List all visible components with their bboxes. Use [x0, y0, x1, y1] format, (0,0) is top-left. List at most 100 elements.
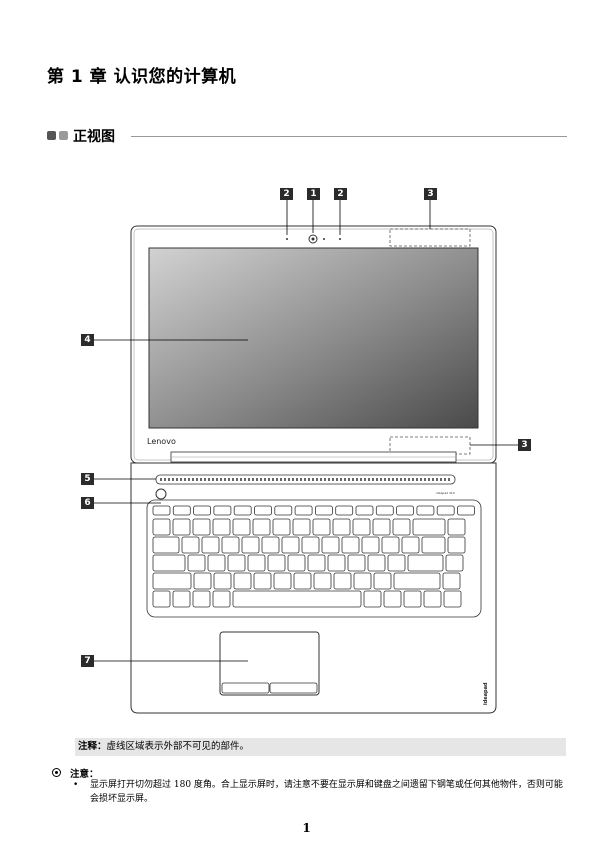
keyboard-key — [381, 536, 400, 554]
keyboard-key — [201, 536, 220, 554]
callout-marker: 2 — [334, 188, 347, 200]
keyboard-key — [172, 518, 191, 536]
keyboard-key — [152, 505, 171, 516]
keyboard-key — [152, 590, 171, 608]
keyboard-key — [421, 536, 446, 554]
keyboard-key — [272, 518, 291, 536]
keyboard-key — [261, 536, 280, 554]
keyboard-key — [253, 572, 272, 590]
bullet-marker: • — [73, 780, 79, 790]
keyboard-key — [241, 536, 260, 554]
microphone-icon — [286, 238, 288, 240]
power-button — [155, 488, 167, 500]
keyboard-key — [307, 554, 326, 572]
keyboard-key — [221, 536, 240, 554]
keyboard-key — [287, 554, 306, 572]
keyboard-key — [213, 572, 232, 590]
attention-text: 显示屏打开切勿超过 180 度角。合上显示屏时，请注意不要在显示屏和键盘之间遗留… — [90, 780, 563, 804]
keyboard-key — [447, 536, 466, 554]
callout-marker: 5 — [81, 473, 94, 485]
keyboard-key — [281, 536, 300, 554]
keyboard-key — [393, 572, 441, 590]
keyboard-key — [436, 505, 455, 516]
keyboard-key — [172, 505, 191, 516]
keyboard-key — [372, 518, 391, 536]
note-label: 注释： — [78, 741, 107, 752]
keyboard-key — [333, 572, 352, 590]
keyboard-key — [212, 590, 231, 608]
callout-marker: 6 — [81, 497, 94, 509]
section-bullet-icon — [59, 131, 68, 140]
keyboard-key — [192, 518, 211, 536]
display-screen — [148, 247, 479, 429]
keyboard-key — [407, 554, 444, 572]
keyboard-key — [294, 505, 313, 516]
keyboard-key — [447, 518, 466, 536]
note-box: 注释：虚线区域表示外部不可见的部件。 — [75, 738, 566, 756]
note-text: 虚线区域表示外部不可见的部件。 — [106, 741, 250, 752]
touchpad-left-button — [221, 682, 270, 694]
keyboard-key — [152, 572, 192, 590]
callout-marker: 2 — [280, 188, 293, 200]
keyboard-key — [233, 505, 252, 516]
keyboard-key — [292, 518, 311, 536]
keyboard-key — [335, 505, 354, 516]
keyboard-key — [367, 554, 386, 572]
page-number: 1 — [302, 821, 311, 835]
keyboard-key — [312, 518, 331, 536]
section-header: 正视图 — [47, 126, 567, 146]
attention-title: 注意： — [70, 769, 99, 780]
keyboard-key — [187, 554, 206, 572]
keyboard-key — [181, 536, 200, 554]
callout-marker: 4 — [81, 334, 94, 346]
callout-marker: 1 — [307, 188, 320, 200]
keyboard-key — [442, 572, 461, 590]
keyboard-key — [273, 572, 292, 590]
keyboard-key — [267, 554, 286, 572]
keyboard-key — [193, 572, 212, 590]
keyboard-key — [207, 554, 226, 572]
keyboard-key — [423, 590, 442, 608]
keyboard-key — [332, 518, 351, 536]
keyboard-key — [396, 505, 415, 516]
keyboard-key — [363, 590, 382, 608]
keyboard-key — [293, 572, 312, 590]
keyboard-key — [412, 518, 446, 536]
keyboard-key — [254, 505, 272, 516]
keyboard-key — [416, 505, 435, 516]
keyboard-keys — [152, 505, 475, 608]
side-logo: ideapad — [483, 682, 489, 705]
section-title: 正视图 — [73, 129, 115, 145]
attention-icon — [52, 768, 61, 777]
keyboard-key — [445, 554, 464, 572]
keyboard-key — [252, 518, 271, 536]
keyboard-key — [347, 554, 366, 572]
keyboard-key — [152, 518, 171, 536]
section-divider — [131, 136, 567, 137]
keyboard-key — [383, 590, 402, 608]
keyboard-key — [401, 536, 420, 554]
keyboard-key — [403, 590, 422, 608]
keyboard-key — [247, 554, 266, 572]
keyboard-key — [355, 505, 374, 516]
keyboard-key — [457, 505, 475, 516]
keyboard-key — [387, 554, 406, 572]
keyboard-key — [232, 518, 251, 536]
keyboard-key — [361, 536, 380, 554]
keyboard-key — [172, 590, 191, 608]
keyboard-key — [152, 554, 186, 572]
keyboard-key — [192, 590, 211, 608]
keyboard-key — [227, 554, 246, 572]
touchpad — [219, 631, 320, 696]
keyboard-key — [313, 572, 332, 590]
keyboard-key — [193, 505, 212, 516]
keyboard-key — [232, 590, 362, 608]
microphone-icon — [339, 238, 341, 240]
keyboard-key — [321, 536, 340, 554]
keyboard-key — [327, 554, 346, 572]
keyboard-key — [301, 536, 320, 554]
keyboard-key — [352, 518, 371, 536]
callout-marker: 7 — [81, 655, 94, 667]
touchpad-right-button — [269, 682, 318, 694]
